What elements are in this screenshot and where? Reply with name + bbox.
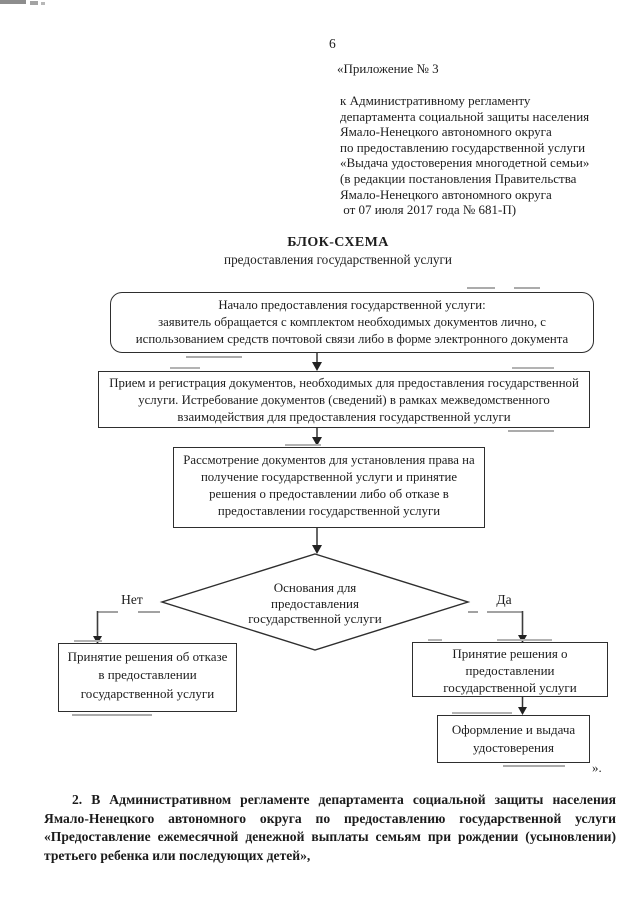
closing-quote-mark: ».: [592, 760, 602, 775]
flow-node-decision-text: Основания для предоставления государстве…: [195, 580, 435, 627]
appendix-label: «Приложение № 3: [337, 61, 439, 76]
node-text-line: использованием средств почтовой связи ли…: [135, 332, 569, 346]
header-line: Ямало-Ненецкого автономного округа: [340, 124, 552, 140]
header-line: департамента социальной защиты населения: [340, 108, 590, 124]
node-text-line: Рассмотрение документов для установления…: [183, 453, 475, 467]
scan-artifact: [0, 0, 26, 4]
node-text-line: Оформление и выдача: [451, 722, 576, 737]
node-text-line: государственной услуги: [248, 611, 382, 627]
header-line: «Выдача удостоверения многодетной семьи»: [340, 155, 590, 171]
page-number: 6: [329, 36, 336, 51]
node-text-line: предоставления: [271, 595, 359, 611]
flow-node-review: Рассмотрение документов для установления…: [173, 447, 485, 528]
scan-artifact: [452, 712, 512, 714]
flow-node-start: Начало предоставления государственной ус…: [110, 292, 594, 353]
node-text-line: Принятие решения об отказе: [67, 649, 228, 664]
scan-artifact: [514, 287, 540, 289]
arrowhead-icon: [312, 362, 322, 371]
scan-artifact: [497, 639, 552, 641]
body-paragraph: 2. В Административном регламенте департа…: [44, 792, 616, 863]
arrowhead-icon: [518, 707, 527, 715]
flow-node-intake: Прием и регистрация документов, необходи…: [98, 371, 590, 428]
header-line: Ямало-Ненецкого автономного округа: [340, 186, 552, 202]
scan-artifact: [508, 430, 554, 432]
node-text-line: предоставлении государственной услуги: [217, 504, 441, 518]
node-text-line: решения о предоставлении либо об отказе …: [209, 487, 449, 501]
header-line: от 07 июля 2017 года № 681-П): [340, 202, 517, 218]
arrowhead-icon: [312, 545, 322, 554]
flow-node-grant: Принятие решения о предоставлении госуда…: [412, 642, 608, 697]
node-text-line: Основания для: [273, 580, 357, 595]
scan-artifact: [74, 640, 102, 642]
node-text-line: предоставлении: [465, 663, 555, 678]
node-text-line: заявитель обращается с комплектом необхо…: [158, 315, 546, 329]
node-text-line: Прием и регистрация документов, необходи…: [109, 376, 579, 390]
node-text-line: Начало предоставления государственной ус…: [218, 298, 486, 312]
node-text-line: государственной услуги: [443, 680, 577, 695]
scan-artifact: [512, 367, 554, 369]
branch-label-no: Нет: [121, 592, 143, 607]
flow-node-issue: Оформление и выдача удостоверения: [437, 715, 590, 763]
scan-artifact: [72, 714, 152, 716]
scan-artifact: [170, 367, 200, 369]
node-text-line: Принятие решения о: [452, 646, 568, 661]
scan-artifact: [41, 2, 45, 5]
node-text-line: услуги. Истребование документов (сведени…: [138, 393, 550, 407]
scan-artifact: [186, 356, 242, 358]
document-header-block: к Административному регламенту департаме…: [340, 93, 589, 218]
branch-label-yes: Да: [496, 592, 512, 607]
scan-artifact: [30, 1, 38, 5]
node-text-line: в предоставлении: [98, 667, 197, 683]
scan-artifact: [428, 639, 442, 641]
header-line: (в редакции постановления Правительства: [340, 170, 577, 186]
node-text-line: получение государственной услуги и приня…: [200, 470, 458, 484]
header-line: к Административному регламенту: [340, 93, 531, 108]
node-text-line: государственной услуги: [80, 685, 215, 701]
flow-node-refuse: Принятие решения об отказе в предоставле…: [58, 643, 237, 712]
scan-artifact: [285, 444, 321, 446]
flowchart-subtitle: предоставления государственной услуги: [224, 252, 452, 267]
scan-artifact: [503, 765, 565, 767]
node-text-line: удостоверения: [473, 740, 554, 755]
flowchart-title: БЛОК-СХЕМА: [287, 235, 389, 250]
scan-artifact: [467, 287, 495, 289]
header-line: по предоставлению государственной услуги: [340, 139, 586, 155]
node-text-line: взаимодействия для предоставления госуда…: [177, 410, 511, 424]
